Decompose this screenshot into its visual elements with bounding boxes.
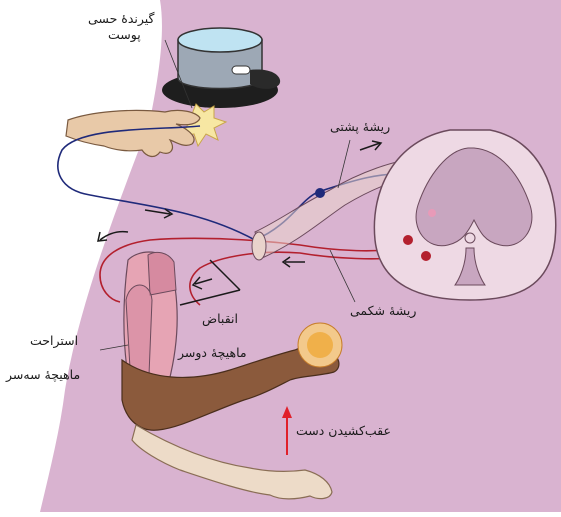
hot-object-icon xyxy=(298,323,342,367)
dorsal-ganglion-icon xyxy=(315,188,325,198)
withdrawal-label: عقب‌کشیدن دست xyxy=(296,424,391,438)
pot-icon xyxy=(162,28,280,108)
skin-receptor-label-2: پوست xyxy=(108,28,141,42)
skin-receptor-label: گیرندهٔ حسی xyxy=(88,12,154,26)
contraction-label: انقباض xyxy=(202,312,238,326)
ventral-root-label: ریشهٔ شکمی xyxy=(350,304,416,318)
triceps-rest-label: استراحت xyxy=(30,334,78,348)
dorsal-root-label: ریشهٔ پشتی xyxy=(330,120,390,134)
biceps-label: ماهیچهٔ دوسر xyxy=(178,346,247,360)
spinal-cord-icon xyxy=(374,130,555,300)
triceps-label: ماهیچهٔ سه‌سر xyxy=(6,368,80,382)
